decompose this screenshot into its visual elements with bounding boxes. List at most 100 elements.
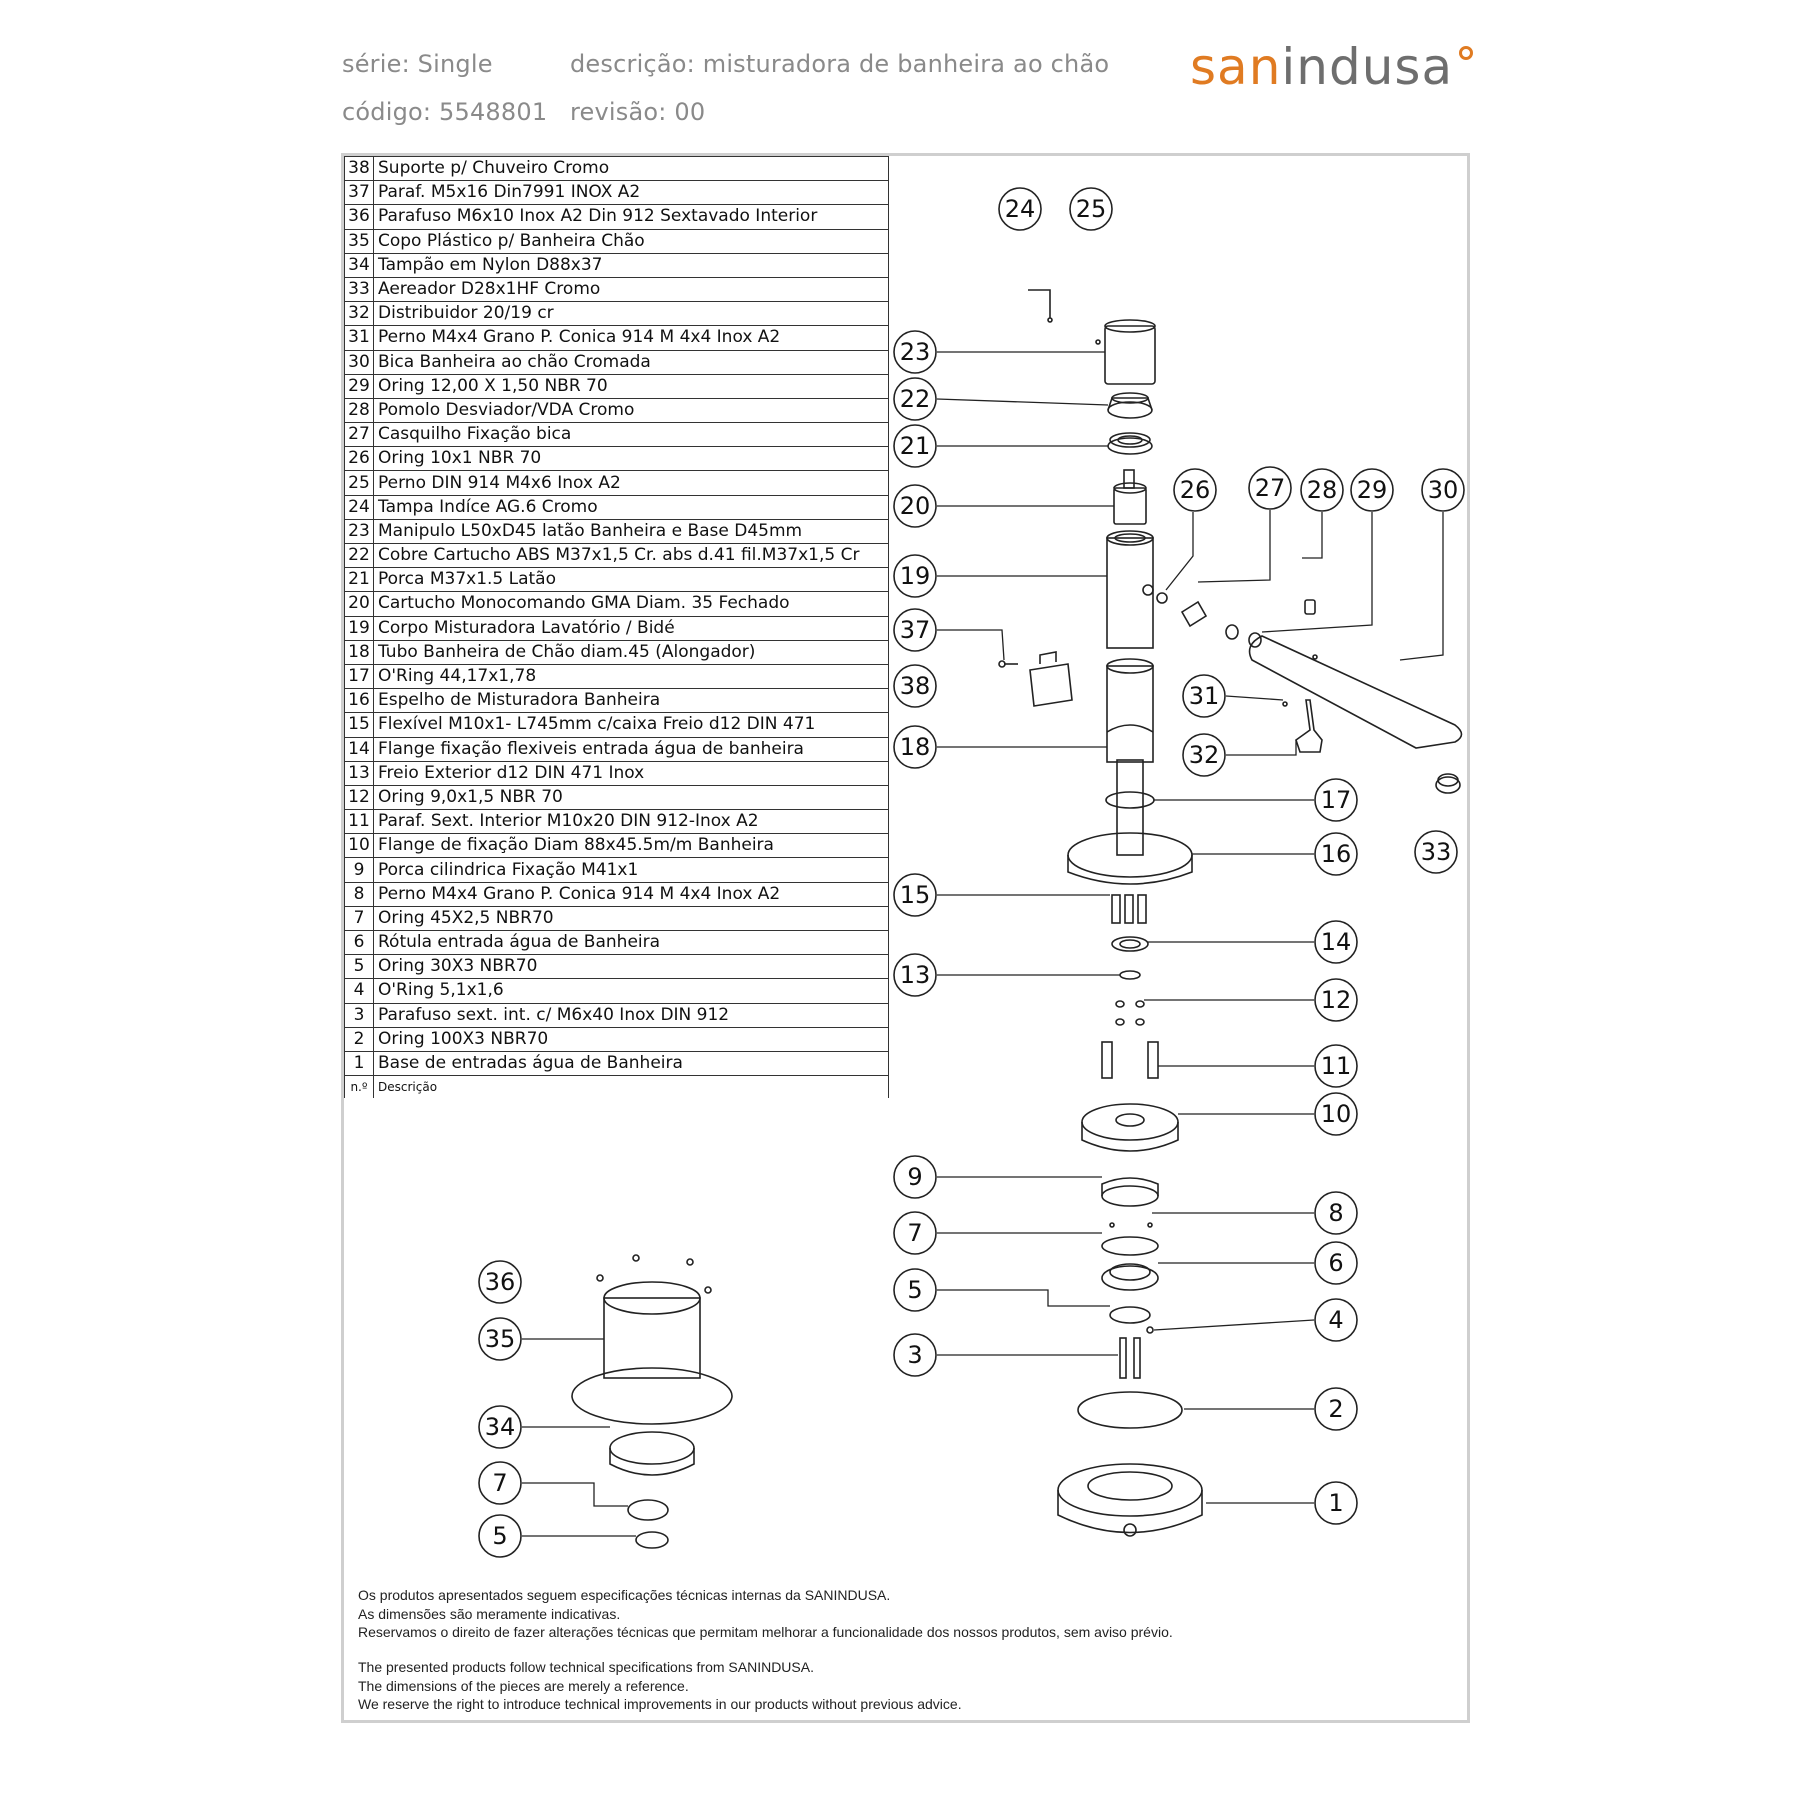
callout-34: 34 — [478, 1405, 522, 1449]
part-description: Tubo Banheira de Chão diam.45 (Alongador… — [373, 639, 889, 665]
part-12-orings — [1115, 1000, 1145, 1026]
part-28-knob — [1304, 599, 1316, 615]
part-30-spout — [1248, 635, 1463, 749]
part-16-plate — [1067, 759, 1193, 885]
callout-29: 29 — [1350, 468, 1394, 512]
callout-circle — [1069, 187, 1113, 231]
part-description: Oring 12,00 X 1,50 NBR 70 — [373, 373, 889, 399]
part-number: 11 — [344, 809, 374, 835]
callout-28: 28 — [1300, 468, 1344, 512]
sanindusa-logo: sanindusa — [1190, 42, 1474, 92]
callout-21: 21 — [893, 424, 937, 468]
leader-line — [1399, 512, 1444, 661]
part-number: 16 — [344, 688, 374, 714]
callout-37: 37 — [893, 608, 937, 652]
callout-23: 23 — [893, 330, 937, 374]
part-description: Base de entradas água de Banheira — [373, 1050, 889, 1077]
callout-22: 22 — [893, 377, 937, 421]
part-number: 36 — [344, 204, 374, 230]
part-description: O'Ring 5,1x1,6 — [373, 978, 889, 1004]
callout-number: 37 — [900, 616, 931, 644]
part-7-oring — [1101, 1236, 1159, 1256]
part-1-base — [1057, 1463, 1203, 1537]
callout-circle — [1314, 1481, 1358, 1525]
part-description: Espelho de Misturadora Banheira — [373, 688, 889, 714]
callout-33: 33 — [1414, 830, 1458, 874]
part-5b-oring — [635, 1531, 669, 1549]
callout-circle — [893, 1333, 937, 1377]
part-description: Tampão em Nylon D88x37 — [373, 252, 889, 278]
callout-number: 11 — [1321, 1052, 1352, 1080]
callout-32: 32 — [1182, 733, 1226, 777]
callout-19: 19 — [893, 554, 937, 598]
callout-circle — [1414, 830, 1458, 874]
part-number: 35 — [344, 228, 374, 254]
part-description: Paraf. M5x16 Din7991 INOX A2 — [373, 180, 889, 206]
part-number: 23 — [344, 518, 374, 545]
callout-circle — [893, 725, 937, 769]
part-21-nut — [1107, 432, 1153, 455]
leader-line — [522, 1482, 628, 1507]
callout-number: 26 — [1180, 476, 1211, 504]
callout-number: 23 — [900, 338, 931, 366]
callout-31: 31 — [1182, 674, 1226, 718]
callout-number: 5 — [492, 1522, 507, 1550]
callout-circle — [1421, 468, 1465, 512]
callout-circle — [1300, 468, 1344, 512]
callout-number: 21 — [900, 432, 931, 460]
footer-en: The presented products follow technical … — [358, 1659, 962, 1712]
callout-9: 9 — [893, 1155, 937, 1199]
part-number: 34 — [344, 252, 374, 278]
callout-circle — [1182, 733, 1226, 777]
callout-number: 14 — [1321, 928, 1352, 956]
callout-circle — [1314, 920, 1358, 964]
callout-number: 30 — [1428, 476, 1459, 504]
callout-14: 14 — [1314, 920, 1358, 964]
callout-20: 20 — [893, 484, 937, 528]
callout-circle — [1314, 1241, 1358, 1285]
serie-label: série: Single — [342, 50, 493, 78]
part-number: 31 — [344, 325, 374, 351]
callout-number: 1 — [1328, 1489, 1343, 1517]
callout-circle — [1314, 1298, 1358, 1342]
callout-8: 8 — [1314, 1191, 1358, 1235]
part-description: Corpo Misturadora Lavatório / Bidé — [373, 615, 889, 641]
part-number: 10 — [344, 833, 374, 859]
codigo-label: código: 5548801 — [342, 98, 548, 126]
callout-number: 33 — [1421, 838, 1452, 866]
callout-number: 3 — [907, 1341, 922, 1369]
leader-line — [1261, 512, 1373, 633]
part-18-tube — [1106, 658, 1154, 763]
callout-4: 4 — [1314, 1298, 1358, 1342]
callout-35: 35 — [478, 1317, 522, 1361]
part-description: Rótula entrada água de Banheira — [373, 929, 889, 956]
leader-line — [1153, 1319, 1315, 1331]
callout-circle — [893, 1211, 937, 1255]
callout-circle — [478, 1405, 522, 1449]
callout-number: 9 — [907, 1163, 922, 1191]
callout-number: 24 — [1005, 195, 1036, 223]
callout-number: 17 — [1321, 786, 1352, 814]
callout-number: 28 — [1307, 476, 1338, 504]
part-35-plastic-cup — [571, 1281, 733, 1425]
callout-circle — [893, 1268, 937, 1312]
callout-circle — [1173, 468, 1217, 512]
